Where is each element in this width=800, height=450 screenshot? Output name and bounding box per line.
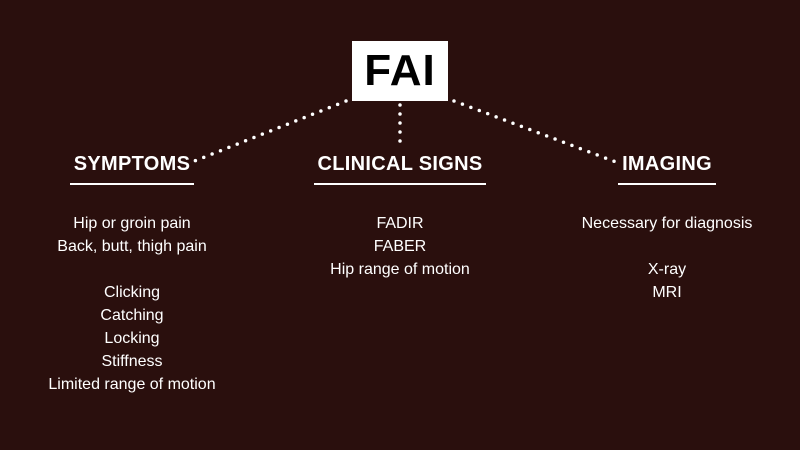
- list-item: MRI: [652, 284, 682, 301]
- list-item: Catching: [100, 307, 164, 324]
- diagram-title: FAI: [364, 46, 436, 95]
- list-spacer: [567, 235, 767, 258]
- connector-symptoms: [190, 99, 348, 164]
- heading-symptoms: SYMPTOMS: [69, 152, 195, 185]
- list-item: Limited range of motion: [48, 376, 216, 393]
- list-item: Hip range of motion: [330, 261, 470, 278]
- list-item: Necessary for diagnosis: [581, 215, 753, 232]
- column-imaging: IMAGING Necessary for diagnosis X-ray MR…: [567, 152, 767, 304]
- list-item: FABER: [373, 238, 427, 255]
- list-item: Locking: [104, 330, 160, 347]
- column-symptoms: SYMPTOMS Hip or groin pain Back, butt, t…: [32, 152, 232, 396]
- clinical-signs-list: FADIR FABER Hip range of motion: [300, 212, 500, 281]
- list-spacer: [32, 258, 232, 281]
- list-item: X-ray: [647, 261, 687, 278]
- connector-imaging: [452, 99, 618, 164]
- list-item: Stiffness: [101, 353, 163, 370]
- title-box: FAI: [352, 41, 448, 101]
- list-item: Hip or groin pain: [73, 215, 191, 232]
- heading-clinical-signs: CLINICAL SIGNS: [313, 152, 487, 185]
- heading-imaging: IMAGING: [618, 152, 716, 185]
- list-item: Clicking: [103, 284, 160, 301]
- symptoms-list: Hip or groin pain Back, butt, thigh pain…: [32, 212, 232, 396]
- list-item: Back, butt, thigh pain: [57, 238, 207, 255]
- column-clinical-signs: CLINICAL SIGNS FADIR FABER Hip range of …: [300, 152, 500, 281]
- imaging-list: Necessary for diagnosis X-ray MRI: [567, 212, 767, 304]
- list-item: FADIR: [376, 215, 424, 232]
